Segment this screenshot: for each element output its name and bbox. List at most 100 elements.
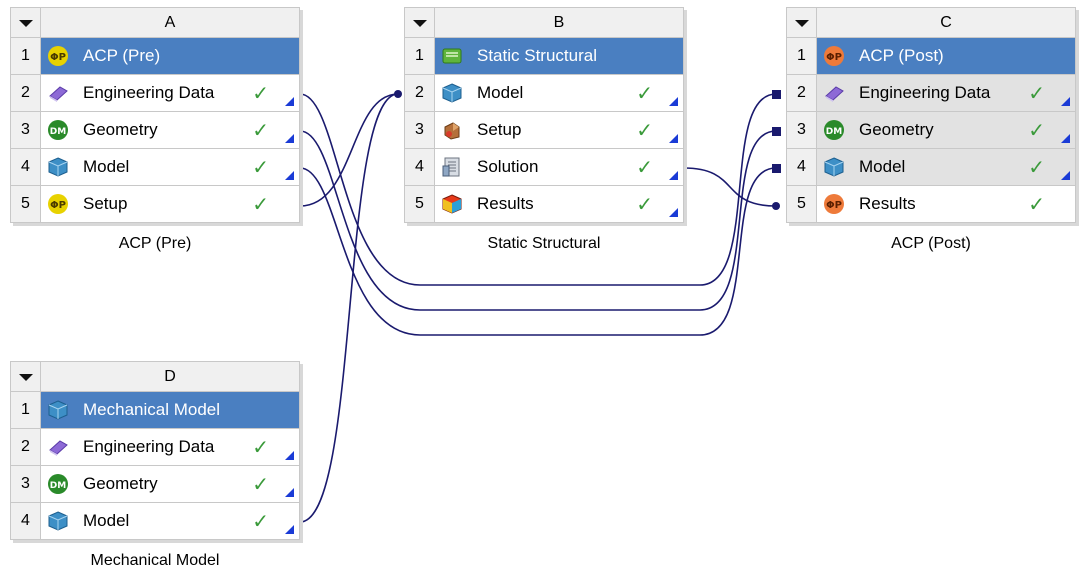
row-number: 3 xyxy=(404,111,435,149)
svg-text:ΦP: ΦP xyxy=(826,52,842,63)
link-a4-to-c4 xyxy=(299,167,777,336)
connector-c5 xyxy=(772,202,780,210)
system-d: D 1 Mechanical Model 2 Engineering Data … xyxy=(10,361,300,569)
cell-b5-results[interactable]: Results ✓ xyxy=(434,185,684,223)
up-to-date-check-icon: ✓ xyxy=(252,474,269,496)
cell-b4-solution[interactable]: Solution ✓ xyxy=(434,148,684,186)
output-corner-icon[interactable] xyxy=(285,134,294,143)
row-number: 5 xyxy=(10,185,41,223)
system-a: A 1 ΦP ACP (Pre) 2 Engineering Data ✓ 3 … xyxy=(10,7,300,252)
row-number: 4 xyxy=(404,148,435,186)
link-a2-to-c2 xyxy=(299,93,777,286)
svg-text:DM: DM xyxy=(826,127,842,137)
cell-d3-geometry[interactable]: DM Geometry ✓ xyxy=(40,465,300,503)
static-structural-icon xyxy=(441,45,463,67)
cell-c4-model[interactable]: Model ✓ xyxy=(816,148,1076,186)
connector-c3 xyxy=(772,127,781,136)
system-b: B 1 Static Structural 2 Model ✓ 3 Setup … xyxy=(404,7,684,252)
engineering-data-icon xyxy=(47,82,69,104)
output-corner-icon[interactable] xyxy=(285,97,294,106)
row-number: 1 xyxy=(786,37,817,75)
output-corner-icon[interactable] xyxy=(285,488,294,497)
system-letter-c: C xyxy=(816,7,1076,38)
system-caption-a[interactable]: ACP (Pre) xyxy=(118,235,192,252)
setup-icon xyxy=(441,119,463,141)
output-corner-icon[interactable] xyxy=(285,171,294,180)
results-icon xyxy=(441,193,463,215)
row-number: 4 xyxy=(10,148,41,186)
cell-c2-engineering-data[interactable]: Engineering Data ✓ xyxy=(816,74,1076,112)
cell-d1-mechanical-model[interactable]: Mechanical Model xyxy=(40,391,300,429)
up-to-date-check-icon: ✓ xyxy=(252,511,269,533)
collapse-icon xyxy=(18,19,33,27)
svg-text:DM: DM xyxy=(50,481,66,491)
engineering-data-icon xyxy=(47,436,69,458)
cell-b2-model[interactable]: Model ✓ xyxy=(434,74,684,112)
system-letter-a: A xyxy=(40,7,300,38)
cell-a2-engineering-data[interactable]: Engineering Data ✓ xyxy=(40,74,300,112)
system-caption-d[interactable]: Mechanical Model xyxy=(90,552,220,569)
cell-c5-results[interactable]: ΦP Results ✓ xyxy=(816,185,1076,223)
up-to-date-check-icon: ✓ xyxy=(636,120,653,142)
up-to-date-check-icon: ✓ xyxy=(252,157,269,179)
output-corner-icon[interactable] xyxy=(669,208,678,217)
solution-icon xyxy=(441,156,463,178)
up-to-date-check-icon: ✓ xyxy=(1028,157,1045,179)
link-d4-to-b2 xyxy=(299,93,399,523)
system-c: C 1 ΦP ACP (Post) 2 Engineering Data ✓ 3… xyxy=(786,7,1076,252)
row-number: 3 xyxy=(10,111,41,149)
row-number: 5 xyxy=(404,185,435,223)
row-number: 1 xyxy=(404,37,435,75)
output-corner-icon[interactable] xyxy=(669,134,678,143)
collapse-toggle-a[interactable] xyxy=(10,7,41,38)
row-number: 2 xyxy=(10,74,41,112)
output-corner-icon[interactable] xyxy=(669,97,678,106)
svg-text:ΦP: ΦP xyxy=(50,52,66,63)
geometry-dm-icon: DM xyxy=(47,119,69,141)
cell-c3-geometry[interactable]: DM Geometry ✓ xyxy=(816,111,1076,149)
output-corner-icon[interactable] xyxy=(285,451,294,460)
system-caption-b[interactable]: Static Structural xyxy=(487,235,601,252)
output-corner-icon[interactable] xyxy=(1061,134,1070,143)
row-number: 2 xyxy=(10,428,41,466)
system-caption-c[interactable]: ACP (Post) xyxy=(891,235,971,252)
row-number: 4 xyxy=(786,148,817,186)
link-b4-to-c5 xyxy=(683,167,777,207)
up-to-date-check-icon: ✓ xyxy=(252,437,269,459)
cell-d4-model[interactable]: Model ✓ xyxy=(40,502,300,540)
output-corner-icon[interactable] xyxy=(1061,171,1070,180)
cell-a5-setup[interactable]: ΦP Setup ✓ xyxy=(40,185,300,223)
cell-b1-static-structural[interactable]: Static Structural xyxy=(434,37,684,75)
cell-b3-setup[interactable]: Setup ✓ xyxy=(434,111,684,149)
cell-c1-acp-post[interactable]: ΦP ACP (Post) xyxy=(816,37,1076,75)
acp-pre-icon: ΦP xyxy=(47,45,69,67)
svg-text:ΦP: ΦP xyxy=(826,200,842,211)
collapse-toggle-c[interactable] xyxy=(786,7,817,38)
row-number: 2 xyxy=(404,74,435,112)
collapse-toggle-d[interactable] xyxy=(10,361,41,392)
output-corner-icon[interactable] xyxy=(1061,97,1070,106)
acp-results-icon: ΦP xyxy=(823,193,845,215)
cell-d2-engineering-data[interactable]: Engineering Data ✓ xyxy=(40,428,300,466)
model-icon xyxy=(823,156,845,178)
collapse-toggle-b[interactable] xyxy=(404,7,435,38)
cell-a1-acp-pre[interactable]: ΦP ACP (Pre) xyxy=(40,37,300,75)
up-to-date-check-icon: ✓ xyxy=(1028,83,1045,105)
collapse-icon xyxy=(412,19,427,27)
link-a3-to-c3 xyxy=(299,130,777,311)
geometry-dm-icon: DM xyxy=(47,473,69,495)
output-corner-icon[interactable] xyxy=(285,525,294,534)
cell-a4-model[interactable]: Model ✓ xyxy=(40,148,300,186)
row-number: 3 xyxy=(786,111,817,149)
connector-c2 xyxy=(772,90,781,99)
row-number: 1 xyxy=(10,37,41,75)
system-letter-d: D xyxy=(40,361,300,392)
output-corner-icon[interactable] xyxy=(669,171,678,180)
collapse-icon xyxy=(18,373,33,381)
row-number: 3 xyxy=(10,465,41,503)
cell-a3-geometry[interactable]: DM Geometry ✓ xyxy=(40,111,300,149)
model-icon xyxy=(441,82,463,104)
geometry-dm-icon: DM xyxy=(823,119,845,141)
acp-post-icon: ΦP xyxy=(823,45,845,67)
